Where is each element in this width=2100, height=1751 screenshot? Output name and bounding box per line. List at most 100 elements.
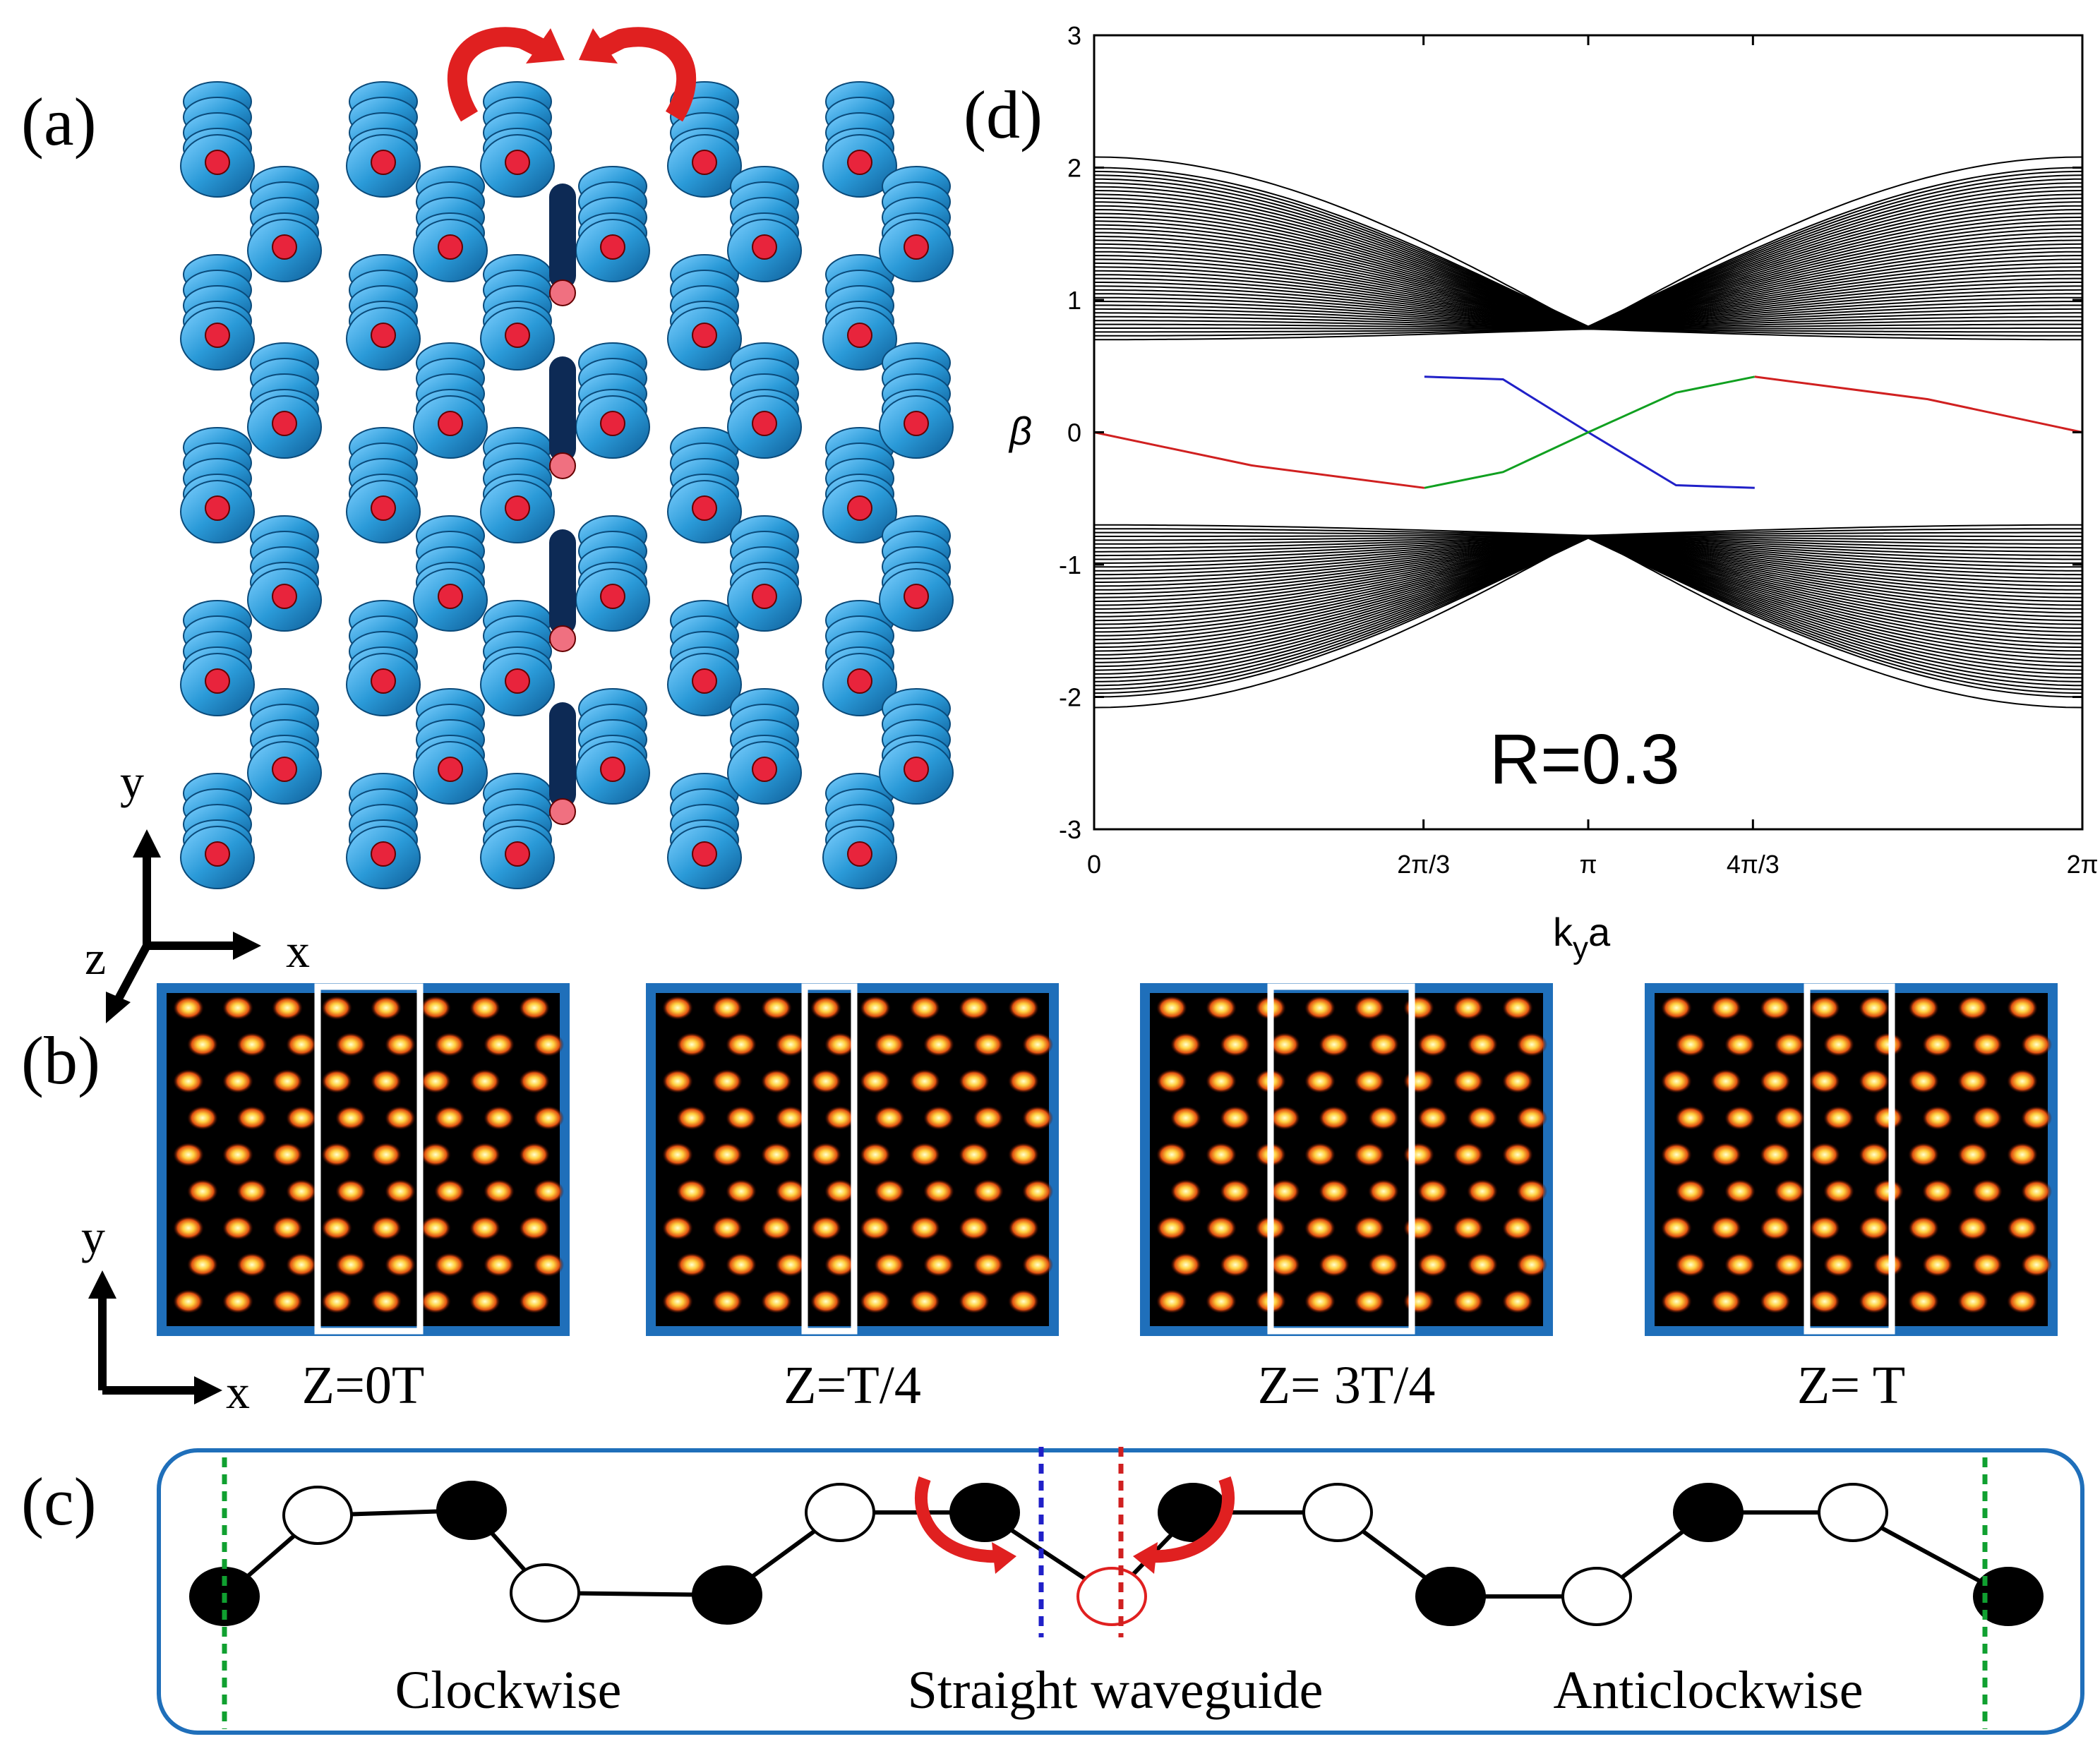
intensity-spot xyxy=(959,1069,990,1093)
waveguide-core-dot xyxy=(600,411,625,436)
intensity-spot xyxy=(1661,1143,1692,1167)
x-tick-label: 2π/3 xyxy=(1397,850,1450,879)
filled-site xyxy=(1673,1483,1744,1542)
intensity-spot xyxy=(923,1106,954,1130)
intensity-spot xyxy=(321,996,352,1020)
bulk-band-line xyxy=(1094,536,2082,614)
intensity-spot xyxy=(533,1106,564,1130)
intensity-spot xyxy=(1873,1179,1904,1203)
intensity-spot xyxy=(469,996,500,1020)
intensity-spot xyxy=(533,1179,564,1203)
spot-pattern xyxy=(662,996,1053,1313)
intensity-spot xyxy=(1661,1289,1692,1313)
rotation-arrow-right-head xyxy=(1133,1542,1158,1574)
y-tick-label: 2 xyxy=(1067,154,1081,183)
intensity-spot xyxy=(469,1216,500,1240)
y-tick-label: 1 xyxy=(1067,286,1081,315)
intensity-spot xyxy=(1957,1216,1988,1240)
axis3d-z-label: z xyxy=(85,931,106,985)
y-axis-label: β xyxy=(1008,409,1032,453)
intensity-spot xyxy=(1467,1179,1498,1203)
waveguide-core-dot xyxy=(752,234,777,260)
intensity-spot xyxy=(1304,996,1336,1020)
intensity-spot xyxy=(1774,1253,1805,1277)
intensity-spot xyxy=(434,1106,465,1130)
intensity-spot xyxy=(533,1253,564,1277)
intensity-spot xyxy=(420,1069,451,1093)
bulk-band-line xyxy=(1093,537,2083,694)
intensity-spot xyxy=(761,1216,792,1240)
bulk-band-line xyxy=(1093,535,2083,576)
intensity-spot xyxy=(371,1216,402,1240)
intensity-spot xyxy=(676,1253,707,1277)
intensity-spot xyxy=(1859,1216,1890,1240)
intensity-spot xyxy=(1319,1106,1350,1130)
intensity-spot xyxy=(1022,1106,1053,1130)
intensity-spot xyxy=(1156,996,1187,1020)
waveguide-core-dot xyxy=(272,234,297,260)
intensity-spot xyxy=(1206,1143,1237,1167)
waveguide-core-dot xyxy=(904,757,929,782)
intensity-spot xyxy=(1675,1033,1706,1057)
intensity-spot xyxy=(1170,1106,1201,1130)
intensity-spot xyxy=(1809,1216,1840,1240)
x-tick-label: 2π xyxy=(2067,850,2099,879)
intensity-spot xyxy=(973,1106,1004,1130)
intensity-spot xyxy=(1220,1253,1251,1277)
intensity-spot xyxy=(1972,1179,2003,1203)
intensity-spot xyxy=(1922,1033,1953,1057)
intensity-spot xyxy=(775,1179,806,1203)
intensity-spot xyxy=(1859,996,1890,1020)
intensity-spot xyxy=(712,996,743,1020)
intensity-spot xyxy=(1724,1179,1756,1203)
edge-states xyxy=(1093,375,2083,489)
intensity-spot xyxy=(1008,1216,1039,1240)
intensity-spot xyxy=(1453,1289,1484,1313)
helix-waveguide xyxy=(727,166,802,282)
intensity-spot xyxy=(1022,1033,1053,1057)
intensity-spot xyxy=(1368,1033,1399,1057)
intensity-spot xyxy=(874,1253,905,1277)
intensity-spot xyxy=(484,1179,515,1203)
helix-waveguide xyxy=(247,166,322,282)
intensity-spot xyxy=(484,1033,515,1057)
waveguide-core-dot xyxy=(505,495,530,521)
intensity-spot xyxy=(1467,1033,1498,1057)
intensity-spot xyxy=(385,1106,416,1130)
intensity-spot xyxy=(923,1253,954,1277)
waveguide-core-dot xyxy=(505,150,530,175)
intensity-spot xyxy=(712,1069,743,1093)
helix-waveguide xyxy=(180,254,255,371)
helix-waveguide xyxy=(180,600,255,716)
waveguide-core-dot xyxy=(904,411,929,436)
intensity-spot xyxy=(1156,1069,1187,1093)
intensity-spot xyxy=(1453,996,1484,1020)
waveguide-core-dot xyxy=(505,841,530,867)
helix-waveguide xyxy=(727,515,802,632)
intensity-spot xyxy=(1156,1289,1187,1313)
intensity-spot xyxy=(1972,1106,2003,1130)
helix-waveguide xyxy=(667,773,742,889)
helix-waveguide xyxy=(413,342,488,459)
intensity-spot xyxy=(1710,1069,1741,1093)
intensity-spot xyxy=(371,996,402,1020)
waveguide-core-dot xyxy=(600,584,625,609)
waveguide-core-dot xyxy=(847,495,872,521)
intensity-spot xyxy=(712,1289,743,1313)
waveguide-core-dot xyxy=(904,584,929,609)
intensity-spot xyxy=(874,1106,905,1130)
arrow-curl-right xyxy=(595,27,697,122)
intensity-spot xyxy=(676,1033,707,1057)
bulk-band-line xyxy=(1093,190,2083,328)
intensity-spot xyxy=(662,1143,693,1167)
waveguide-core-dot xyxy=(847,668,872,694)
intensity-spot xyxy=(321,1069,352,1093)
straight-rod xyxy=(549,183,576,289)
intensity-spot xyxy=(860,1289,891,1313)
intensity-spot xyxy=(187,1253,218,1277)
y-tick-label: -2 xyxy=(1059,683,1081,712)
intensity-spot xyxy=(1873,1106,1904,1130)
intensity-spot xyxy=(824,1179,856,1203)
intensity-spot xyxy=(1908,996,1939,1020)
